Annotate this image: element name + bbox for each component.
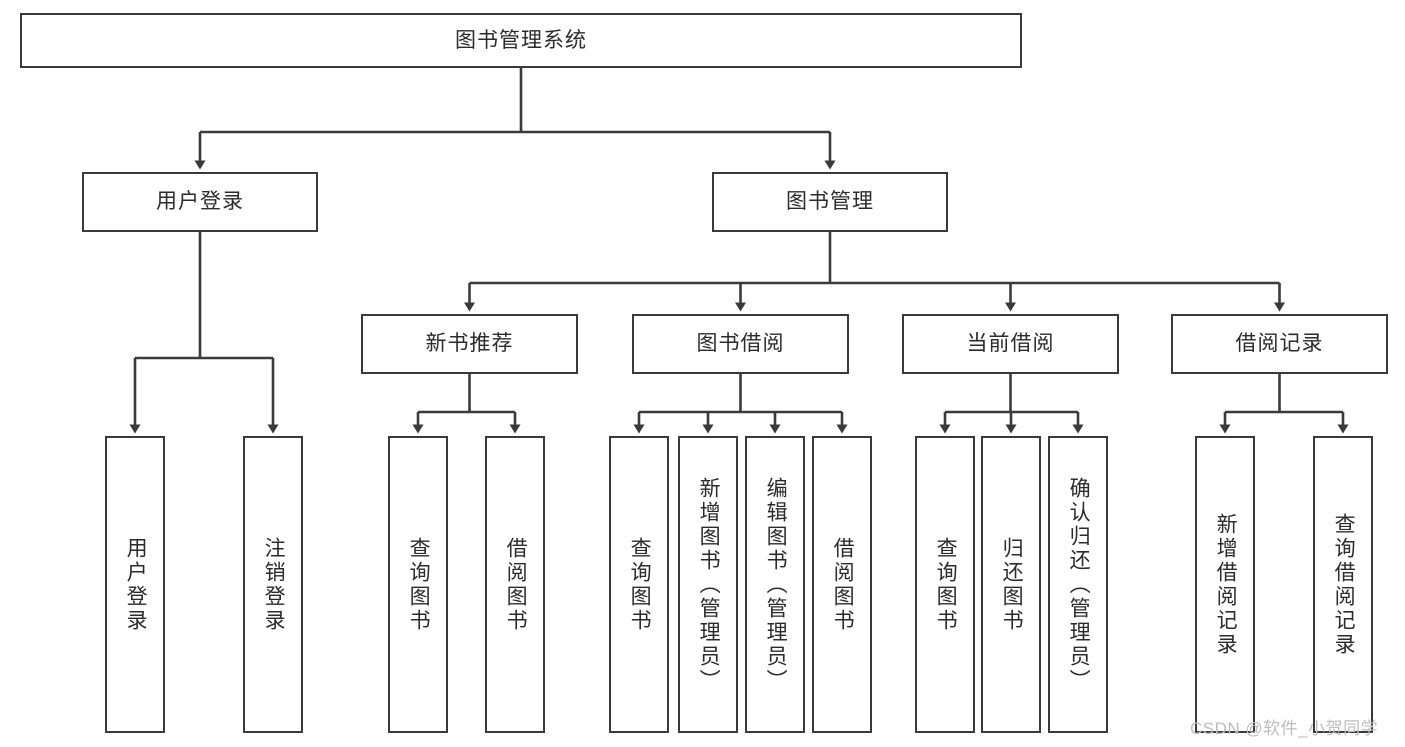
node-bookmgmt[interactable]: 图书管理 — [712, 172, 948, 232]
node-borrow[interactable]: 图书借阅 — [632, 314, 849, 374]
node-label: 当前借阅 — [966, 332, 1055, 356]
node-label: 注销登录 — [262, 536, 286, 633]
node-label: 新书推荐 — [425, 332, 514, 356]
node-label: 新增借阅记录 — [1214, 512, 1238, 657]
node-label: 图书管理系统 — [455, 28, 587, 52]
node-leaf13[interactable]: 查询借阅记录 — [1313, 436, 1373, 733]
node-leaf12[interactable]: 新增借阅记录 — [1195, 436, 1255, 733]
node-label: 新增图书（管理员） — [697, 476, 721, 693]
node-label: 确认归还（管理员） — [1067, 476, 1091, 693]
csdn-watermark: CSDN @软件_小贺同学 — [1190, 719, 1379, 738]
node-records[interactable]: 借阅记录 — [1171, 314, 1388, 374]
node-label: 查询图书 — [934, 536, 958, 633]
node-leaf11[interactable]: 确认归还（管理员） — [1048, 436, 1108, 733]
node-leaf3[interactable]: 查询图书 — [388, 436, 448, 733]
node-label: 用户登录 — [156, 190, 244, 214]
node-label: 借阅记录 — [1235, 332, 1324, 356]
node-leaf10[interactable]: 归还图书 — [981, 436, 1041, 733]
node-label: 借阅图书 — [831, 536, 855, 633]
node-label: 图书借阅 — [696, 332, 785, 356]
node-leaf1[interactable]: 用户登录 — [105, 436, 165, 733]
node-label: 编辑图书（管理员） — [764, 476, 788, 693]
node-current[interactable]: 当前借阅 — [902, 314, 1119, 374]
node-label: 查询图书 — [407, 536, 431, 633]
node-leaf7[interactable]: 编辑图书（管理员） — [745, 436, 805, 733]
node-leaf9[interactable]: 查询图书 — [915, 436, 975, 733]
node-label: 图书管理 — [786, 190, 874, 214]
node-label: 借阅图书 — [504, 536, 528, 633]
node-leaf5[interactable]: 查询图书 — [609, 436, 669, 733]
node-label: 用户登录 — [124, 536, 148, 633]
node-leaf6[interactable]: 新增图书（管理员） — [678, 436, 738, 733]
node-leaf8[interactable]: 借阅图书 — [812, 436, 872, 733]
node-label: 查询图书 — [628, 536, 652, 633]
node-label: 归还图书 — [1000, 536, 1024, 633]
node-leaf4[interactable]: 借阅图书 — [485, 436, 545, 733]
node-leaf2[interactable]: 注销登录 — [243, 436, 303, 733]
node-label: 查询借阅记录 — [1332, 512, 1356, 657]
node-newbook[interactable]: 新书推荐 — [361, 314, 578, 374]
node-root[interactable]: 图书管理系统 — [20, 13, 1022, 68]
node-login[interactable]: 用户登录 — [82, 172, 318, 232]
